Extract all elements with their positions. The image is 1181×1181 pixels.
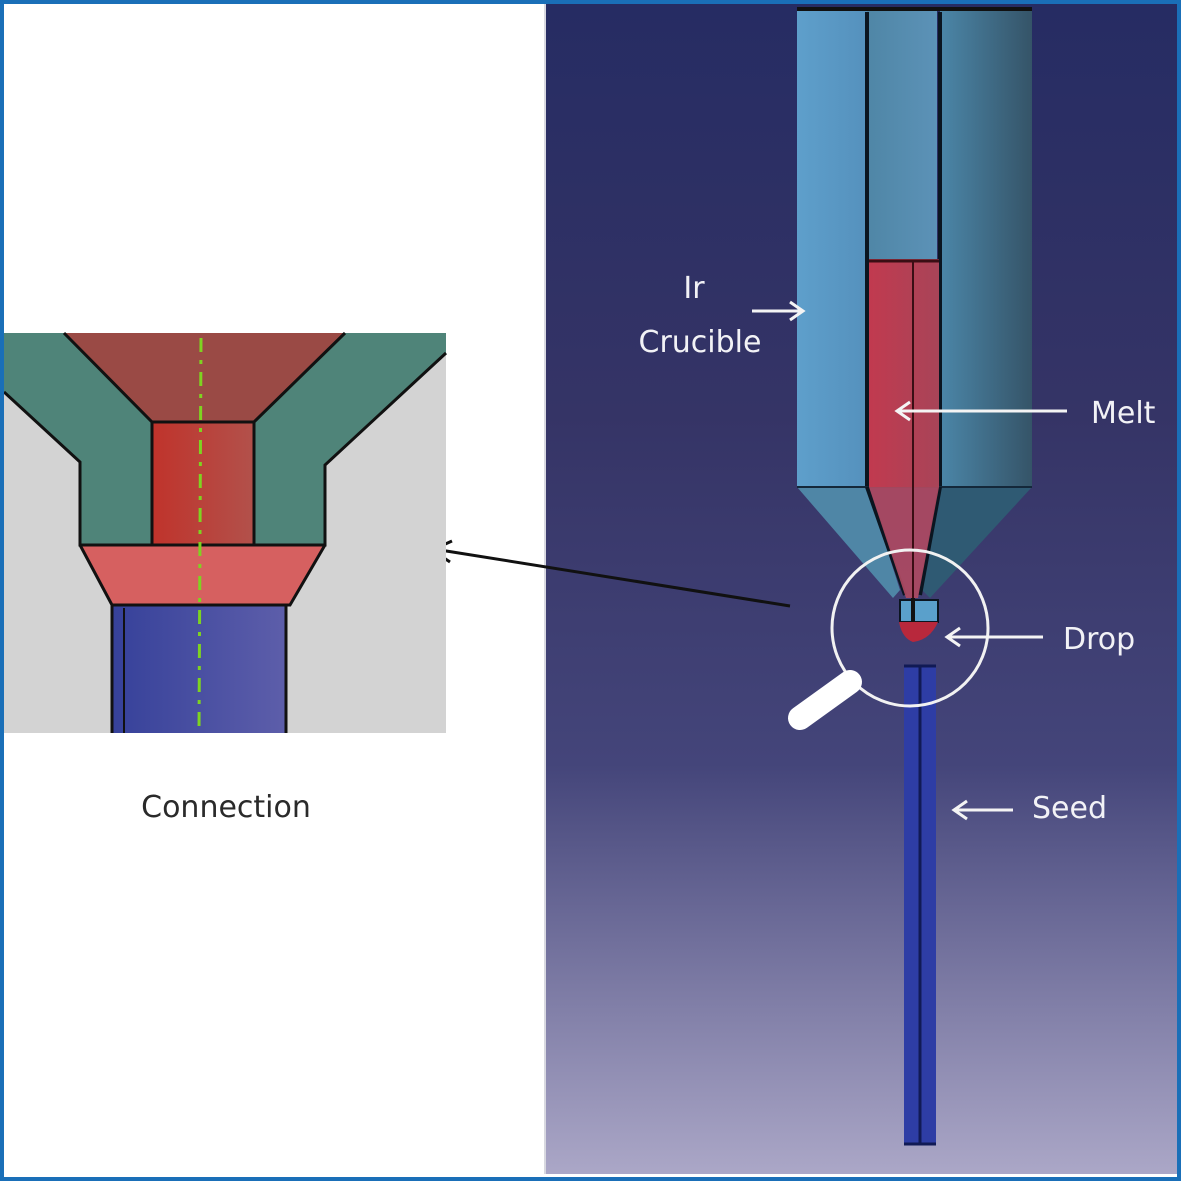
center-axis-line bbox=[197, 337, 203, 734]
crucible-arrow bbox=[752, 300, 806, 322]
melt-arrow bbox=[894, 400, 1067, 422]
connection-inset bbox=[4, 331, 448, 734]
label-drop: Drop bbox=[1063, 622, 1135, 657]
label-melt: Melt bbox=[1091, 396, 1156, 431]
drop-shape bbox=[899, 622, 938, 642]
ir-crucible bbox=[797, 7, 1032, 598]
magnifier-icon bbox=[788, 548, 990, 730]
label-ir: Ir bbox=[683, 271, 705, 306]
drop-arrow bbox=[944, 626, 1043, 648]
seed-rod bbox=[904, 664, 936, 1146]
diagram: Ir Crucible Melt Drop Seed Connection bbox=[4, 4, 1177, 1174]
melt-region bbox=[869, 259, 939, 600]
label-crucible: Crucible bbox=[639, 325, 762, 360]
seed-arrow bbox=[951, 799, 1013, 821]
nozzle-tip bbox=[899, 598, 939, 623]
inset-caption: Connection bbox=[141, 790, 311, 825]
label-seed: Seed bbox=[1032, 791, 1107, 826]
